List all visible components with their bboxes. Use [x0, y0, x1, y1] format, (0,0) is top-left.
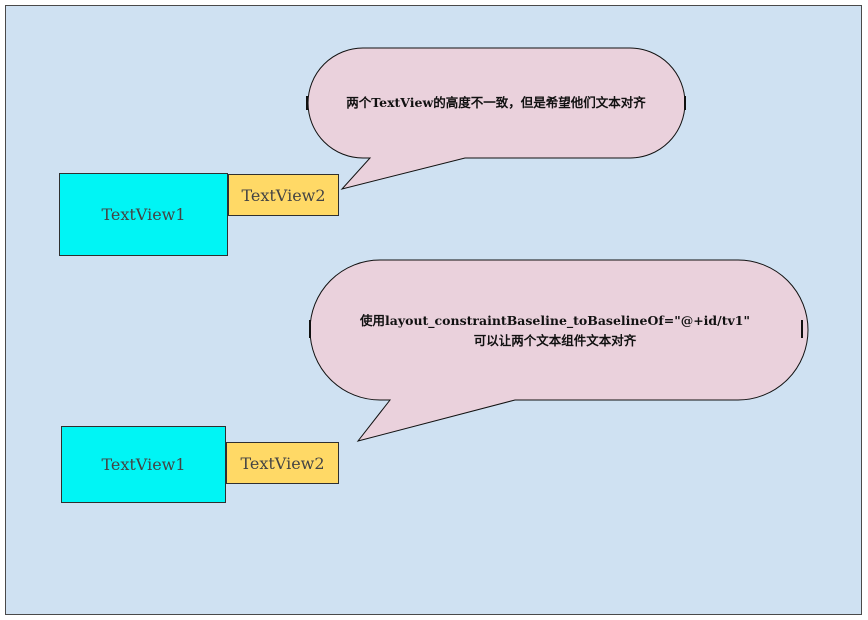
textview1-box-1: TextView1	[59, 173, 228, 256]
callout-bubble-2	[309, 259, 809, 442]
textview1-box-2: TextView1	[61, 426, 226, 503]
callout-bubble-1	[307, 47, 686, 190]
textview2-box-2: TextView2	[226, 442, 339, 484]
textview2-box-1: TextView2	[228, 174, 339, 216]
callout-text-2-line2: 可以让两个文本组件文本对齐	[473, 333, 637, 348]
callout-text-1: 两个TextView的高度不一致，但是希望他们文本对齐	[346, 95, 646, 110]
callout-text-2-line1: 使用layout_constraintBaseline_toBaselineOf…	[360, 313, 750, 328]
